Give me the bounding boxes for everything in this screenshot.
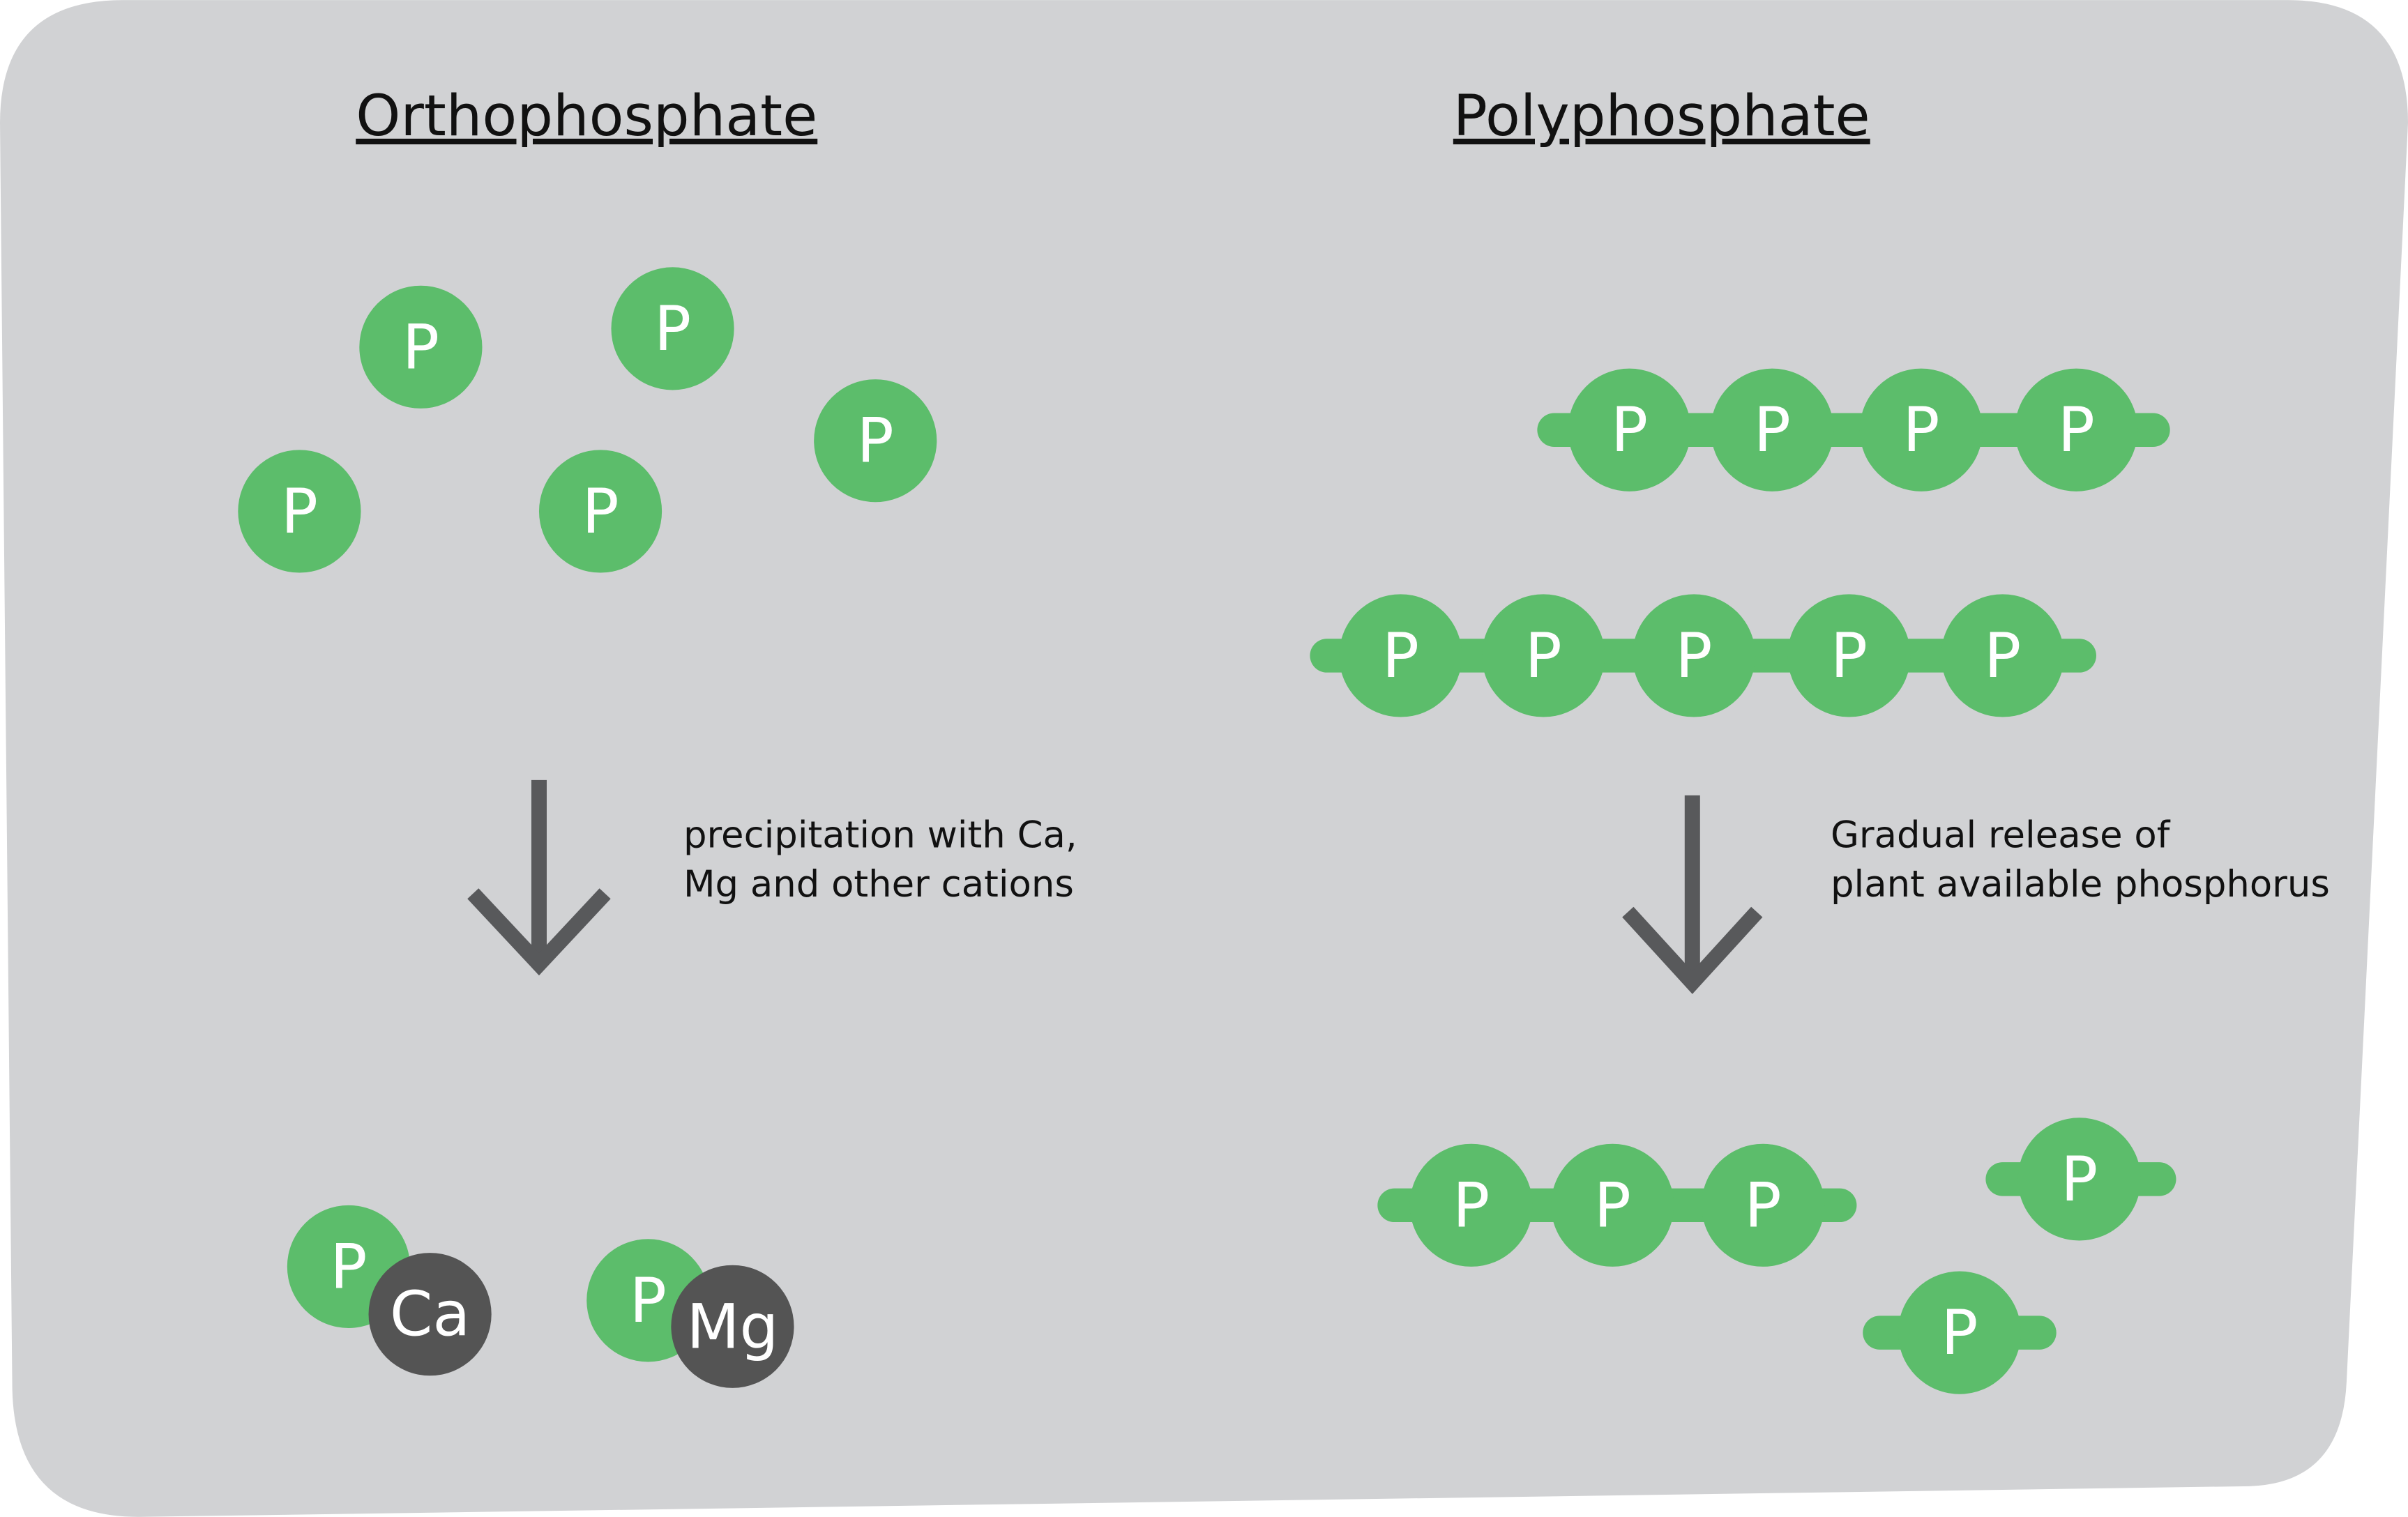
orthophosphate-title: Orthophosphate [356, 83, 817, 149]
orthophosphate-ion: P [538, 450, 662, 573]
polyphosphate-unit-label: P [1984, 620, 2021, 692]
phosphate-ion-label: P [630, 1265, 667, 1336]
polyphosphate-unit: P [1787, 594, 1911, 717]
polyphosphate-unit: P [1409, 1143, 1533, 1267]
polyphosphate-unit-circle [1339, 594, 1462, 717]
polyphosphate-unit-circle [1941, 594, 2064, 717]
orthophosphate-ion-label: P [857, 405, 894, 477]
orthophosphate-ion-circle [238, 450, 361, 573]
polyphosphate-unit-label: P [1453, 1169, 1490, 1241]
polyphosphate-title: Polyphosphate [1453, 83, 1870, 149]
right-arrow [1622, 795, 1763, 994]
orthophosphate-ion: P [238, 450, 361, 573]
polyphosphate-unit: P [1711, 368, 1834, 491]
polyphosphate-unit: P [1859, 368, 1983, 491]
orthophosphate-ion-circle [814, 379, 937, 503]
polyphosphate-unit-circle [1482, 594, 1605, 717]
magnesium-ion-circle [671, 1265, 794, 1388]
orthophosphate-ion-circle [611, 267, 734, 390]
polyphosphate-unit-label: P [1675, 620, 1712, 692]
orthophosphate-ion-label: P [402, 311, 439, 383]
polyphosphate-unit: P [1568, 368, 1691, 491]
polyphosphate-unit: P [1632, 594, 1756, 717]
orthophosphate-ion-circle [538, 450, 662, 573]
left-caption-line-1: precipitation with Ca, [683, 814, 1077, 857]
polyphosphate-unit-label: P [1594, 1169, 1631, 1241]
polyphosphate-unit: P [1482, 594, 1605, 717]
right-caption-line-1: Gradual release of [1831, 814, 2171, 857]
orthophosphate-ion: P [611, 267, 734, 390]
polyphosphate-unit-circle [1632, 594, 1756, 717]
polyphosphate-unit: P [1898, 1271, 2022, 1394]
polyphosphate-unit-label: P [2058, 394, 2095, 466]
polyphosphate-unit: P [1551, 1143, 1674, 1267]
calcium-ion-circle [368, 1253, 492, 1376]
polyphosphate-unit: P [1941, 594, 2064, 717]
magnesium-ion-label: Mg [686, 1290, 778, 1362]
left-arrow [467, 779, 611, 976]
phosphate-ion-label: P [330, 1230, 367, 1302]
orthophosphate-ion-circle [359, 285, 483, 409]
polyphosphate-unit-label: P [1745, 1169, 1782, 1241]
polyphosphate-unit-circle [1568, 368, 1691, 491]
polyphosphate-unit-circle [2015, 368, 2138, 491]
polyphosphate-unit-label: P [1754, 394, 1791, 466]
polyphosphate-unit-label: P [2061, 1143, 2098, 1215]
polyphosphate-unit-label: P [1382, 620, 1419, 692]
orthophosphate-ion: P [359, 285, 483, 409]
polyphosphate-unit-circle [1409, 1143, 1533, 1267]
calcium-ion: Ca [368, 1253, 492, 1376]
polyphosphate-unit: P [1702, 1143, 1825, 1267]
polyphosphate-unit-circle [1702, 1143, 1825, 1267]
orthophosphate-ion-label: P [582, 475, 619, 547]
polyphosphate-unit-circle [1859, 368, 1983, 491]
polyphosphate-unit-circle [1787, 594, 1911, 717]
left-caption-line-2: Mg and other cations [683, 863, 1074, 906]
polyphosphate-unit-label: P [1902, 394, 1939, 466]
orthophosphate-ion-label: P [654, 293, 691, 365]
orthophosphate-ion-label: P [281, 475, 318, 547]
polyphosphate-unit-label: P [1611, 394, 1648, 466]
orthophosphate-ion: P [814, 379, 937, 503]
polyphosphate-unit: P [1339, 594, 1462, 717]
polyphosphate-unit: P [2015, 368, 2138, 491]
magnesium-ion: Mg [671, 1265, 794, 1388]
calcium-ion-label: Ca [390, 1279, 470, 1350]
polyphosphate-unit: P [2017, 1118, 2141, 1241]
polyphosphate-unit-circle [1551, 1143, 1674, 1267]
right-caption-line-2: plant available phosphorus [1831, 863, 2330, 906]
polyphosphate-unit-circle [2017, 1118, 2141, 1241]
atoms-layer: P P P P P P Ca P Mg P P P P P P P P P P P P P P [238, 267, 2176, 1394]
polyphosphate-unit-label: P [1831, 620, 1868, 692]
polyphosphate-unit-circle [1711, 368, 1834, 491]
polyphosphate-unit-circle [1898, 1271, 2022, 1394]
polyphosphate-unit-label: P [1941, 1297, 1978, 1369]
polyphosphate-unit-label: P [1525, 620, 1562, 692]
